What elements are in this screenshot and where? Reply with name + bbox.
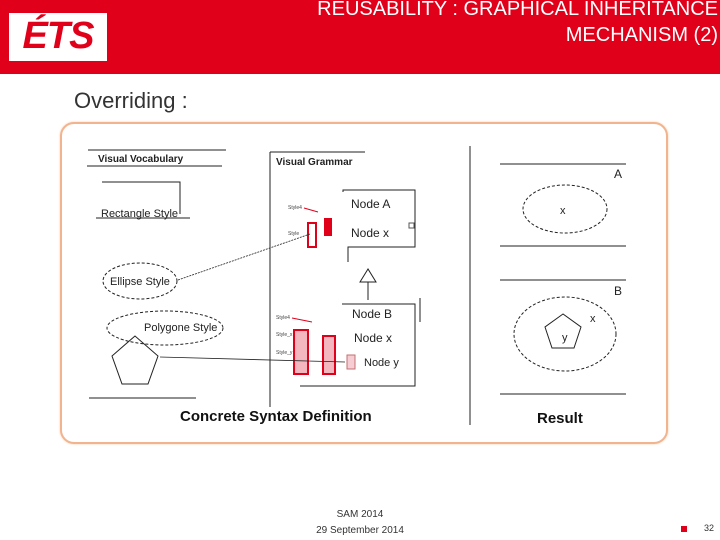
node-y-label: Node y <box>364 357 399 369</box>
result-caption: Result <box>537 410 583 427</box>
node-x2-marker <box>322 335 336 375</box>
node-b-marker <box>293 329 309 375</box>
slide-title: REUSABILITY : GRAPHICAL INHERITANCE MECH… <box>198 0 718 48</box>
node-a-marker <box>307 222 317 248</box>
slide-title-line1: REUSABILITY : GRAPHICAL INHERITANCE <box>317 0 718 20</box>
result-b-label: B <box>614 284 622 298</box>
slide-subtitle: Overriding : <box>74 88 188 113</box>
concrete-syntax-caption: Concrete Syntax Definition <box>180 408 372 425</box>
logo-text: ÉTS <box>22 15 95 57</box>
style-pointer-1 <box>303 207 319 213</box>
result-pentagon <box>544 313 582 349</box>
node-b-label: Node B <box>352 307 392 321</box>
ellipse-mapping-line <box>177 233 311 281</box>
polygone-style-label: Polygone Style <box>144 322 217 334</box>
node-x-handle <box>408 222 415 229</box>
header-bar: ÉTS REUSABILITY : GRAPHICAL INHERITANCE … <box>0 0 720 74</box>
pentagon-shape <box>111 335 159 385</box>
node-a-label: Node A <box>351 197 390 211</box>
style-tag-3: Style4 <box>276 315 290 321</box>
polygone-style-ellipse <box>106 310 224 346</box>
result-ellipse <box>522 184 608 234</box>
node-b-frame <box>300 303 416 387</box>
ets-logo: ÉTS <box>9 13 107 61</box>
rectangle-style-label: Rectangle Style <box>101 208 178 220</box>
visual-grammar-label: Visual Grammar <box>276 157 353 168</box>
footer-date: 29 September 2014 <box>316 525 404 536</box>
rectangle-style-shape <box>102 181 181 214</box>
ellipse-style-label: Ellipse Style <box>110 276 170 288</box>
result-x2-label: x <box>590 313 596 325</box>
style-pointer-2 <box>291 317 313 323</box>
ellipse-style-shape <box>102 262 178 300</box>
result-a-label: A <box>614 167 622 181</box>
slide-title-line2: MECHANISM (2) <box>565 24 718 46</box>
style-tag-5: Style_y <box>276 350 293 356</box>
result-x1-label: x <box>560 205 566 217</box>
figure-panel <box>60 122 668 444</box>
page-marker <box>681 526 687 532</box>
node-x-marker <box>324 218 332 236</box>
inheritance-triangle <box>359 268 377 283</box>
pentagon-mapping-line <box>159 356 346 363</box>
footer-conference: SAM 2014 <box>336 509 384 520</box>
node-y-marker <box>346 354 356 370</box>
style-tag-1: Style4 <box>288 205 302 211</box>
style-tag-2: Style <box>288 231 299 237</box>
node-x-label: Node x <box>351 226 389 240</box>
visual-vocabulary-label: Visual Vocabulary <box>98 154 184 165</box>
page-number: 32 <box>703 523 714 533</box>
result-y-label: y <box>562 332 568 344</box>
style-tag-4: Style_x <box>276 332 293 338</box>
node-x2-label: Node x <box>354 331 392 345</box>
result-b-ellipse <box>513 296 617 372</box>
node-a-frame <box>342 189 416 262</box>
diagram: Visual Vocabulary Rectangle Style Ellips… <box>87 146 626 427</box>
